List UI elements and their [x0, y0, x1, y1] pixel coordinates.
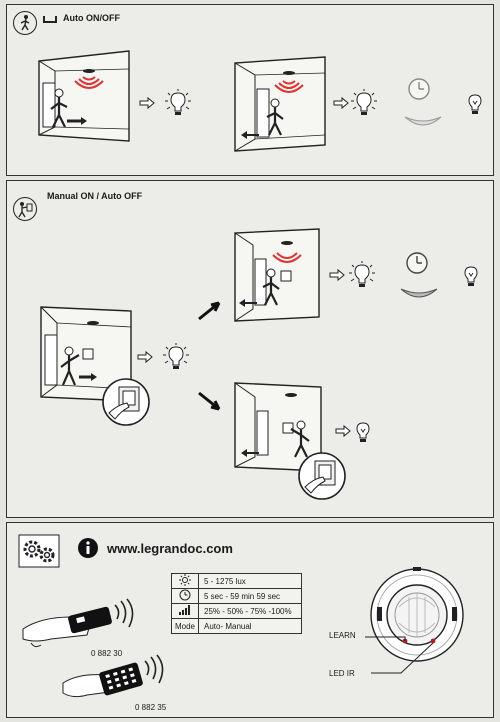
remote-control-illustration — [62, 654, 164, 698]
bulb-on-icon — [165, 89, 191, 115]
spec-table: 5 - 1275 lux 5 sec - 59 min 59 sec — [171, 573, 302, 634]
bulb-on-icon — [351, 89, 377, 115]
person-switch-icon — [13, 197, 37, 221]
sensitivity-range: 25% - 50% - 75% -100% — [198, 603, 302, 619]
callout-lines — [365, 636, 434, 674]
remote-control-illustration — [22, 598, 134, 648]
lux-range: 5 - 1275 lux — [198, 573, 302, 589]
mode-value: Auto- Manual — [198, 618, 302, 634]
remote-code-2: 0 882 35 — [135, 703, 167, 712]
clock-icon — [171, 588, 199, 604]
arrow-right-icon — [329, 268, 345, 282]
delay-arc-icon — [404, 116, 442, 126]
arrow-down-right-icon — [198, 391, 221, 411]
table-row: 5 sec - 59 min 59 sec — [171, 588, 302, 604]
sun-icon — [171, 573, 199, 589]
signal-bars-icon — [171, 603, 199, 619]
website-link[interactable]: www.legrandoc.com — [107, 541, 233, 556]
arrow-right-icon — [139, 96, 155, 110]
table-row: Mode Auto- Manual — [171, 618, 302, 634]
bulb-off-icon — [464, 266, 478, 286]
info-icon — [78, 538, 98, 558]
clock-icon — [406, 252, 428, 274]
learn-label: LEARN — [329, 631, 356, 640]
manual-on-auto-off-panel: Manual ON / Auto OFF — [6, 180, 494, 518]
gears-icon — [18, 534, 60, 568]
mode-key: Mode — [171, 618, 199, 634]
room-entering-illustration — [38, 50, 130, 142]
bulb-on-icon — [349, 261, 375, 287]
arrow-right-icon — [335, 424, 351, 438]
arrow-up-right-icon — [198, 301, 221, 321]
product-info-panel: www.legrandoc.com 5 - 1275 lux — [6, 522, 494, 718]
sensor-icon — [43, 16, 57, 23]
walking-person-icon — [13, 11, 37, 35]
clock-icon — [408, 78, 430, 100]
room-switch-off-illustration — [234, 382, 322, 472]
auto-mode-title: Auto ON/OFF — [63, 13, 120, 23]
bulb-off-icon — [468, 94, 482, 114]
delay-arc-icon — [400, 288, 438, 298]
detector-front-view-illustration — [370, 567, 464, 662]
table-row: 25% - 50% - 75% -100% — [171, 603, 302, 619]
room-leaving-illustration — [234, 56, 326, 152]
table-row: 5 - 1275 lux — [171, 573, 302, 589]
manual-mode-title: Manual ON / Auto OFF — [47, 191, 143, 201]
auto-on-off-panel: Auto ON/OFF — [6, 4, 494, 176]
switch-press-closeup-icon — [298, 452, 346, 500]
remote-code-1: 0 882 30 — [91, 649, 123, 658]
time-range: 5 sec - 59 min 59 sec — [198, 588, 302, 604]
bulb-off-icon — [356, 422, 370, 442]
arrow-right-icon — [137, 350, 153, 364]
arrow-right-icon — [333, 96, 349, 110]
room-leaving-illustration — [234, 228, 320, 322]
led-ir-label: LED IR — [329, 669, 355, 678]
bulb-on-icon — [163, 343, 189, 369]
switch-press-closeup-icon — [102, 378, 150, 426]
